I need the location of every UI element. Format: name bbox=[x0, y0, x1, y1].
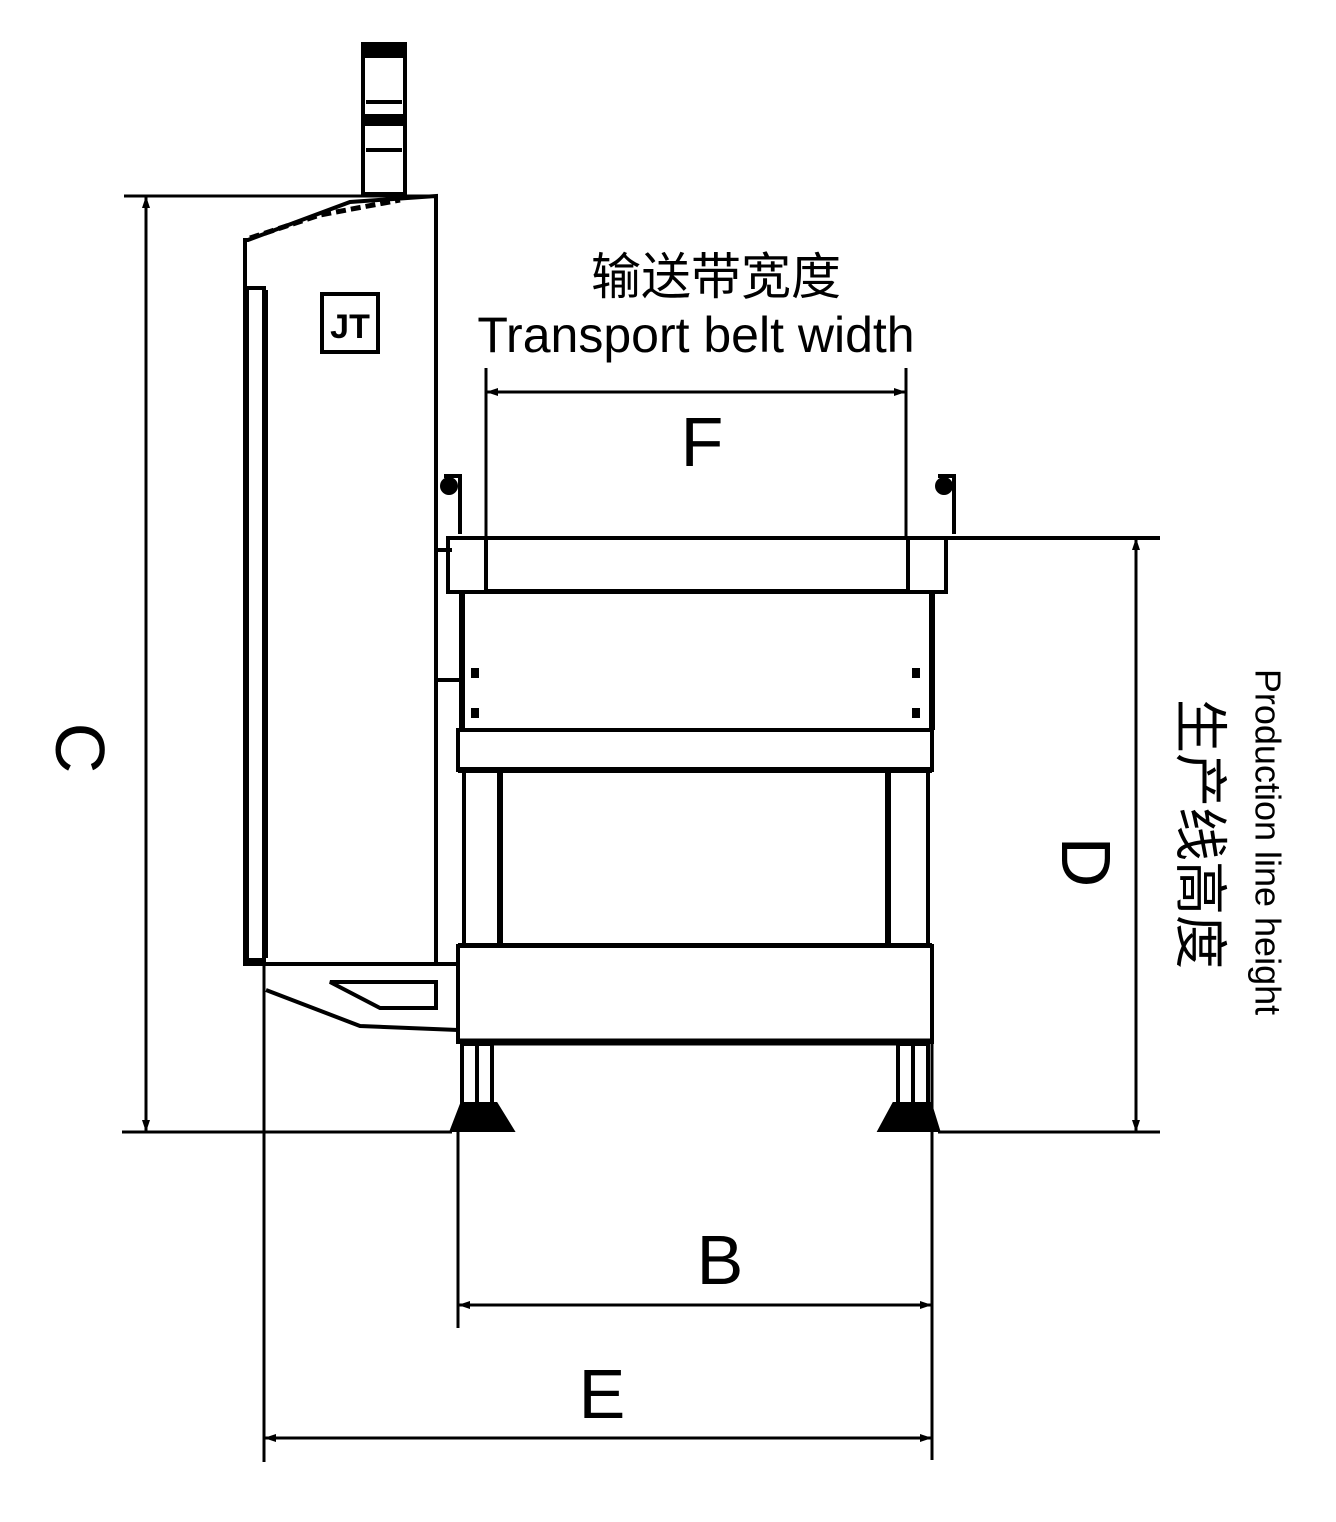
dimension-label-e: E bbox=[579, 1355, 626, 1433]
dimension-label-b: B bbox=[697, 1221, 744, 1299]
jt-logo-icon: JT bbox=[320, 292, 380, 354]
dimension-e bbox=[262, 966, 932, 1462]
dimension-f bbox=[484, 368, 908, 538]
dimension-label-f: F bbox=[681, 403, 724, 481]
control-cabinet bbox=[243, 193, 438, 966]
belt-width-title-en: Transport belt width bbox=[477, 307, 914, 363]
line-height-label-cn: 生产线高度 bbox=[1169, 699, 1232, 969]
cabinet-base bbox=[264, 962, 459, 1032]
conveyor-lower-frame bbox=[456, 728, 934, 1046]
floor-reference-lines bbox=[122, 194, 1160, 1134]
dimension-label-d: D bbox=[1047, 837, 1125, 888]
dimension-label-c: C bbox=[41, 723, 119, 774]
svg-text:JT: JT bbox=[330, 308, 370, 346]
signal-tower bbox=[361, 42, 407, 196]
conveyor-upper-frame bbox=[459, 590, 935, 732]
belt-width-title-cn: 输送带宽度 bbox=[591, 248, 841, 306]
leveling-feet bbox=[449, 1042, 941, 1132]
line-height-label-en: Production line height bbox=[1248, 669, 1289, 1015]
dimension-b bbox=[456, 1042, 934, 1460]
